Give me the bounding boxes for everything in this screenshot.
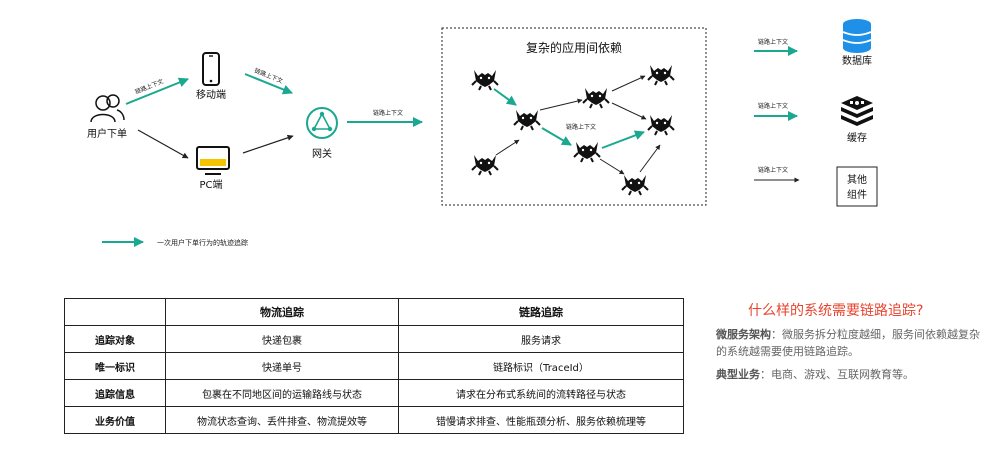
table-header-row: 物流追踪 链路追踪: [64, 298, 685, 326]
side-title: 什么样的系统需要链路追踪?: [748, 303, 924, 319]
row-label: 唯一标识: [64, 352, 166, 380]
row-label: 追踪对象: [64, 325, 166, 353]
pc-label: PC端: [199, 178, 222, 191]
row-label: 业务价值: [64, 406, 166, 434]
service-icon-7: [647, 114, 675, 136]
side-p1-text: ：微服务拆分粒度越细，服务间依赖越复杂的系统越需要使用链路追踪。: [716, 328, 980, 358]
pc-icon: [196, 146, 230, 175]
side-paragraph-1: 微服务架构：微服务拆分粒度越细，服务间依赖越复杂的系统越需要使用链路追踪。: [716, 326, 986, 360]
user-icon: [90, 94, 125, 123]
other-components-box: [836, 166, 878, 207]
header-logistics: 物流追踪: [165, 298, 399, 326]
comparison-table: 物流追踪 链路追踪 追踪对象 快递包裹 服务请求 唯一标识 快递单号 链路标识（…: [64, 298, 685, 434]
arrow-app-3-2: [495, 139, 520, 156]
legend-label: 一次用户下单行为的轨迹追踪: [157, 238, 248, 247]
header-trace: 链路追踪: [397, 298, 685, 326]
table-row: 业务价值 物流状态查询、丢件排查、物流提效等 错慢请求排查、性能瓶颈分析、服务依…: [64, 406, 685, 434]
arrow-app-5-6: [611, 75, 646, 92]
cache-icon: [841, 96, 873, 126]
service-icon-8: [621, 174, 649, 196]
cell-logistics: 快递单号: [165, 352, 399, 380]
service-icon-1: [471, 69, 499, 91]
side-p2-text: ：电商、游戏、互联网教育等。: [760, 368, 914, 381]
gateway-label: 网关: [312, 147, 332, 160]
service-icon-6: [647, 64, 675, 86]
cell-logistics: 快递包裹: [165, 325, 399, 353]
table-row: 唯一标识 快递单号 链路标识（TraceId）: [64, 352, 685, 380]
apps-box: [441, 27, 707, 206]
cell-trace: 链路标识（TraceId）: [397, 352, 685, 380]
row-label: 追踪信息: [64, 379, 166, 407]
ctx-label-other: 链路上下文: [758, 166, 788, 174]
cache-label: 缓存: [847, 131, 867, 144]
ctx-label-apps: 链路上下文: [566, 123, 596, 131]
cell-logistics: 包裹在不同地区间的运输路线与状态: [165, 379, 399, 407]
gateway-icon: [306, 107, 338, 139]
arrow-app-4-7: [601, 130, 645, 149]
db-label: 数据库: [842, 54, 872, 67]
apps-title: 复杂的应用间依赖: [526, 40, 622, 55]
ctx-label-user-mobile: 链路上下文: [134, 77, 165, 96]
service-icon-2: [513, 109, 541, 131]
arrow-app-5-7: [611, 102, 647, 120]
arrow-user-pc: [137, 129, 189, 159]
other-label-2: 组件: [847, 188, 867, 201]
ctx-label-mobile-gateway: 链路上下文: [253, 66, 284, 85]
arrow-app-2-5: [539, 98, 583, 111]
database-icon: [842, 19, 872, 53]
arrow-app-1-2: [493, 88, 517, 106]
service-icon-3: [471, 154, 499, 176]
cell-trace: 请求在分布式系统间的流转路径与状态: [397, 379, 685, 407]
arrow-user-mobile: [125, 77, 189, 105]
ctx-label-db: 链路上下文: [758, 38, 788, 46]
table-row: 追踪信息 包裹在不同地区间的运输路线与状态 请求在分布式系统间的流转路径与状态: [64, 379, 685, 407]
ctx-label-cache: 链路上下文: [758, 102, 788, 110]
other-label-1: 其他: [847, 173, 867, 186]
table-corner: [64, 298, 166, 326]
side-p2-bold: 典型业务: [716, 368, 760, 381]
trace-diagram: 用户下单 移动端 PC端 网关 链路上下文 链路上下文 链路上下文 复杂的应用间…: [87, 19, 878, 247]
service-icon-5: [582, 87, 610, 109]
side-p1-bold: 微服务架构: [716, 328, 771, 341]
ctx-label-gateway-apps: 链路上下文: [373, 109, 403, 117]
arrow-app-8-7: [639, 144, 661, 173]
mobile-icon: [202, 52, 220, 86]
side-paragraph-2: 典型业务：电商、游戏、互联网教育等。: [716, 366, 986, 383]
user-label: 用户下单: [87, 127, 127, 140]
cell-logistics: 物流状态查询、丢件排查、物流提效等: [165, 406, 399, 434]
cell-trace: 错慢请求排查、性能瓶颈分析、服务依赖梳理等: [397, 406, 685, 434]
arrow-mobile-gateway: [244, 73, 293, 95]
table-row: 追踪对象 快递包裹 服务请求: [64, 325, 685, 353]
arrow-pc-gateway: [242, 134, 294, 154]
service-icon-4: [573, 141, 601, 163]
arrow-app-4-8: [599, 158, 625, 175]
arrow-app-2-4: [541, 127, 572, 146]
cell-trace: 服务请求: [397, 325, 685, 353]
mobile-label: 移动端: [196, 88, 226, 101]
